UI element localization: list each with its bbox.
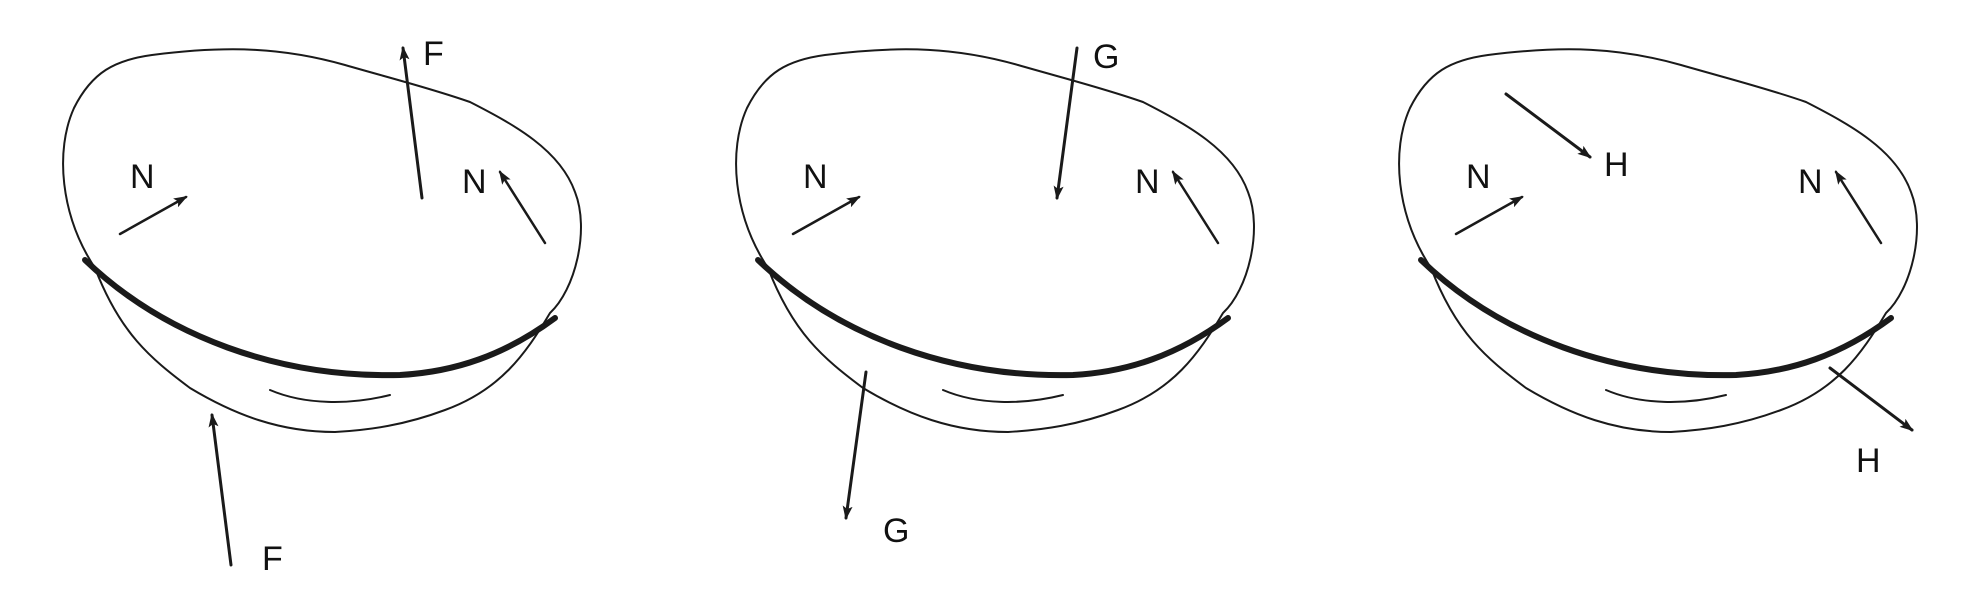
- force-label-top: H: [1604, 146, 1629, 184]
- normal-label-left: N: [1466, 158, 1491, 196]
- force-arrow-top: [1504, 92, 1592, 159]
- force-arrow-top: [399, 46, 424, 200]
- normal-label-right: N: [1798, 163, 1823, 201]
- force-label-top: G: [1093, 38, 1119, 76]
- panel-1: N N F F: [62, 35, 582, 578]
- normal-force-arrow-left: [1454, 195, 1524, 236]
- normal-label-left: N: [130, 158, 155, 196]
- object-outline: [735, 48, 1255, 433]
- normal-force-arrow-right: [1171, 170, 1220, 245]
- normal-label-left: N: [803, 158, 828, 196]
- panel-3: N N H H: [1398, 48, 1918, 480]
- force-arrow-bottom: [1828, 366, 1914, 432]
- normal-label-right: N: [1135, 163, 1160, 201]
- force-label-bottom: H: [1856, 442, 1881, 480]
- object-outline: [1398, 48, 1918, 433]
- force-label-bottom: G: [883, 512, 909, 550]
- force-arrow-top: [1053, 46, 1079, 200]
- panel-2: N N G G: [735, 38, 1255, 550]
- normal-force-arrow-right: [1834, 170, 1883, 245]
- force-label-top: F: [423, 35, 444, 73]
- normal-label-right: N: [462, 163, 487, 201]
- force-arrow-bottom: [842, 370, 868, 520]
- object-rim: [755, 257, 1231, 379]
- force-arrow-bottom: [208, 413, 233, 567]
- object-outline: [62, 48, 582, 433]
- object-rim: [82, 257, 558, 379]
- object-inner-arc: [269, 389, 391, 403]
- object-inner-arc: [942, 389, 1064, 403]
- normal-force-arrow-left: [118, 195, 188, 236]
- force-label-bottom: F: [262, 540, 283, 578]
- normal-force-arrow-right: [498, 170, 547, 245]
- normal-force-arrow-left: [791, 195, 861, 236]
- object-inner-arc: [1605, 389, 1727, 403]
- object-rim: [1418, 257, 1894, 379]
